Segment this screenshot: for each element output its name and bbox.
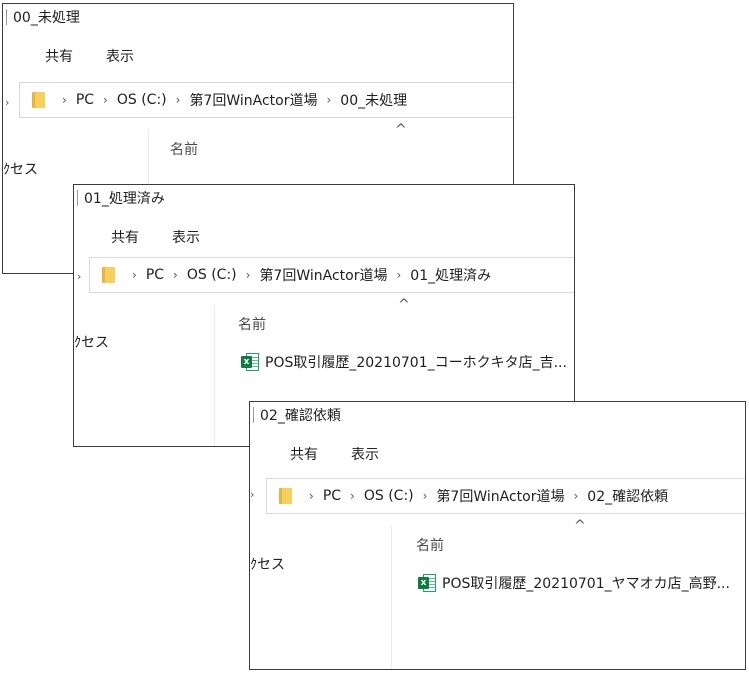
nav-pane-divider[interactable] xyxy=(214,305,215,446)
breadcrumb-drive[interactable]: OS (C:) xyxy=(116,92,167,108)
nav-pane-divider[interactable] xyxy=(391,526,392,669)
chevron-right-icon[interactable]: › xyxy=(326,93,332,107)
breadcrumb-drive[interactable]: OS (C:) xyxy=(363,488,414,504)
excel-file-icon: x xyxy=(418,574,436,592)
tab-share[interactable]: 共有 xyxy=(45,49,73,65)
ribbon-tabs: 共有 表示 xyxy=(111,227,200,249)
sort-caret-icon[interactable]: ^ xyxy=(395,122,407,138)
chevron-right-icon[interactable]: › xyxy=(422,489,428,503)
explorer-window-review[interactable]: 02_確認依頼 共有 表示 › › PC › OS (C:) › 第7回WinA… xyxy=(249,401,746,670)
breadcrumb-current[interactable]: 02_確認依頼 xyxy=(587,489,669,505)
address-bar[interactable]: › PC › OS (C:) › 第7回WinActor道場 › 01_処理済み xyxy=(89,257,574,293)
back-chevron-icon[interactable]: › xyxy=(250,488,255,501)
chevron-right-icon[interactable]: › xyxy=(132,268,137,282)
excel-file-icon: x xyxy=(241,353,259,371)
file-row[interactable]: x POS取引履歴_20210701_コーホクキタ店_吉... xyxy=(241,352,567,372)
tab-share[interactable]: 共有 xyxy=(290,447,318,463)
chevron-right-icon[interactable]: › xyxy=(396,268,402,282)
ribbon-tabs: 共有 表示 xyxy=(45,46,134,68)
tab-share[interactable]: 共有 xyxy=(111,230,139,246)
column-header-name[interactable]: 名前 xyxy=(170,142,198,158)
file-name[interactable]: POS取引履歴_20210701_ヤマオカ店_高野... xyxy=(442,576,730,592)
tab-view[interactable]: 表示 xyxy=(351,447,379,463)
window-title: 02_確認依頼 xyxy=(260,408,341,424)
chevron-right-icon[interactable]: › xyxy=(62,93,67,107)
file-row[interactable]: x POS取引履歴_20210701_ヤマオカ店_高野... xyxy=(418,573,730,593)
chevron-right-icon[interactable]: › xyxy=(175,93,181,107)
tab-view[interactable]: 表示 xyxy=(172,230,200,246)
breadcrumb-pc[interactable]: PC xyxy=(322,488,342,504)
title-bar[interactable]: 02_確認依頼 xyxy=(250,402,745,428)
chevron-right-icon[interactable]: › xyxy=(573,489,579,503)
nav-quick-access[interactable]: ｸセス xyxy=(3,162,38,178)
breadcrumb-pc[interactable]: PC xyxy=(145,267,165,283)
nav-quick-access[interactable]: ｸセス xyxy=(250,557,285,573)
folder-icon xyxy=(102,267,115,283)
tab-view[interactable]: 表示 xyxy=(106,49,134,65)
file-name[interactable]: POS取引履歴_20210701_コーホクキタ店_吉... xyxy=(265,355,567,371)
breadcrumb-dojo[interactable]: 第7回WinActor道場 xyxy=(436,489,565,505)
sort-caret-icon[interactable]: ^ xyxy=(574,518,586,534)
title-separator xyxy=(6,9,7,25)
nav-quick-access[interactable]: ｸセス xyxy=(74,335,109,351)
chevron-right-icon[interactable]: › xyxy=(103,93,108,107)
address-bar[interactable]: › PC › OS (C:) › 第7回WinActor道場 › 00_未処理 xyxy=(19,82,513,118)
chevron-right-icon[interactable]: › xyxy=(173,268,178,282)
title-bar[interactable]: 00_未処理 xyxy=(3,4,513,30)
breadcrumb-current[interactable]: 01_処理済み xyxy=(410,268,492,284)
window-title: 00_未処理 xyxy=(13,10,80,26)
back-chevron-icon[interactable]: › xyxy=(5,96,10,109)
title-bar[interactable]: 01_処理済み xyxy=(74,185,574,211)
column-header-name[interactable]: 名前 xyxy=(416,538,444,554)
chevron-right-icon[interactable]: › xyxy=(350,489,355,503)
sort-caret-icon[interactable]: ^ xyxy=(398,297,410,313)
chevron-right-icon[interactable]: › xyxy=(309,489,314,503)
address-bar[interactable]: › PC › OS (C:) › 第7回WinActor道場 › 02_確認依頼 xyxy=(266,478,745,514)
breadcrumb-dojo[interactable]: 第7回WinActor道場 xyxy=(259,268,388,284)
column-header-name[interactable]: 名前 xyxy=(238,317,266,333)
chevron-right-icon[interactable]: › xyxy=(245,268,251,282)
title-separator xyxy=(253,407,254,423)
folder-icon xyxy=(279,488,292,504)
window-title: 01_処理済み xyxy=(84,191,165,207)
breadcrumb-current[interactable]: 00_未処理 xyxy=(340,93,408,109)
ribbon-tabs: 共有 表示 xyxy=(290,444,379,466)
title-separator xyxy=(77,190,78,206)
breadcrumb-drive[interactable]: OS (C:) xyxy=(186,267,237,283)
back-chevron-icon[interactable]: › xyxy=(77,270,82,283)
folder-icon xyxy=(32,92,45,108)
breadcrumb-dojo[interactable]: 第7回WinActor道場 xyxy=(189,93,318,109)
breadcrumb-pc[interactable]: PC xyxy=(75,92,95,108)
